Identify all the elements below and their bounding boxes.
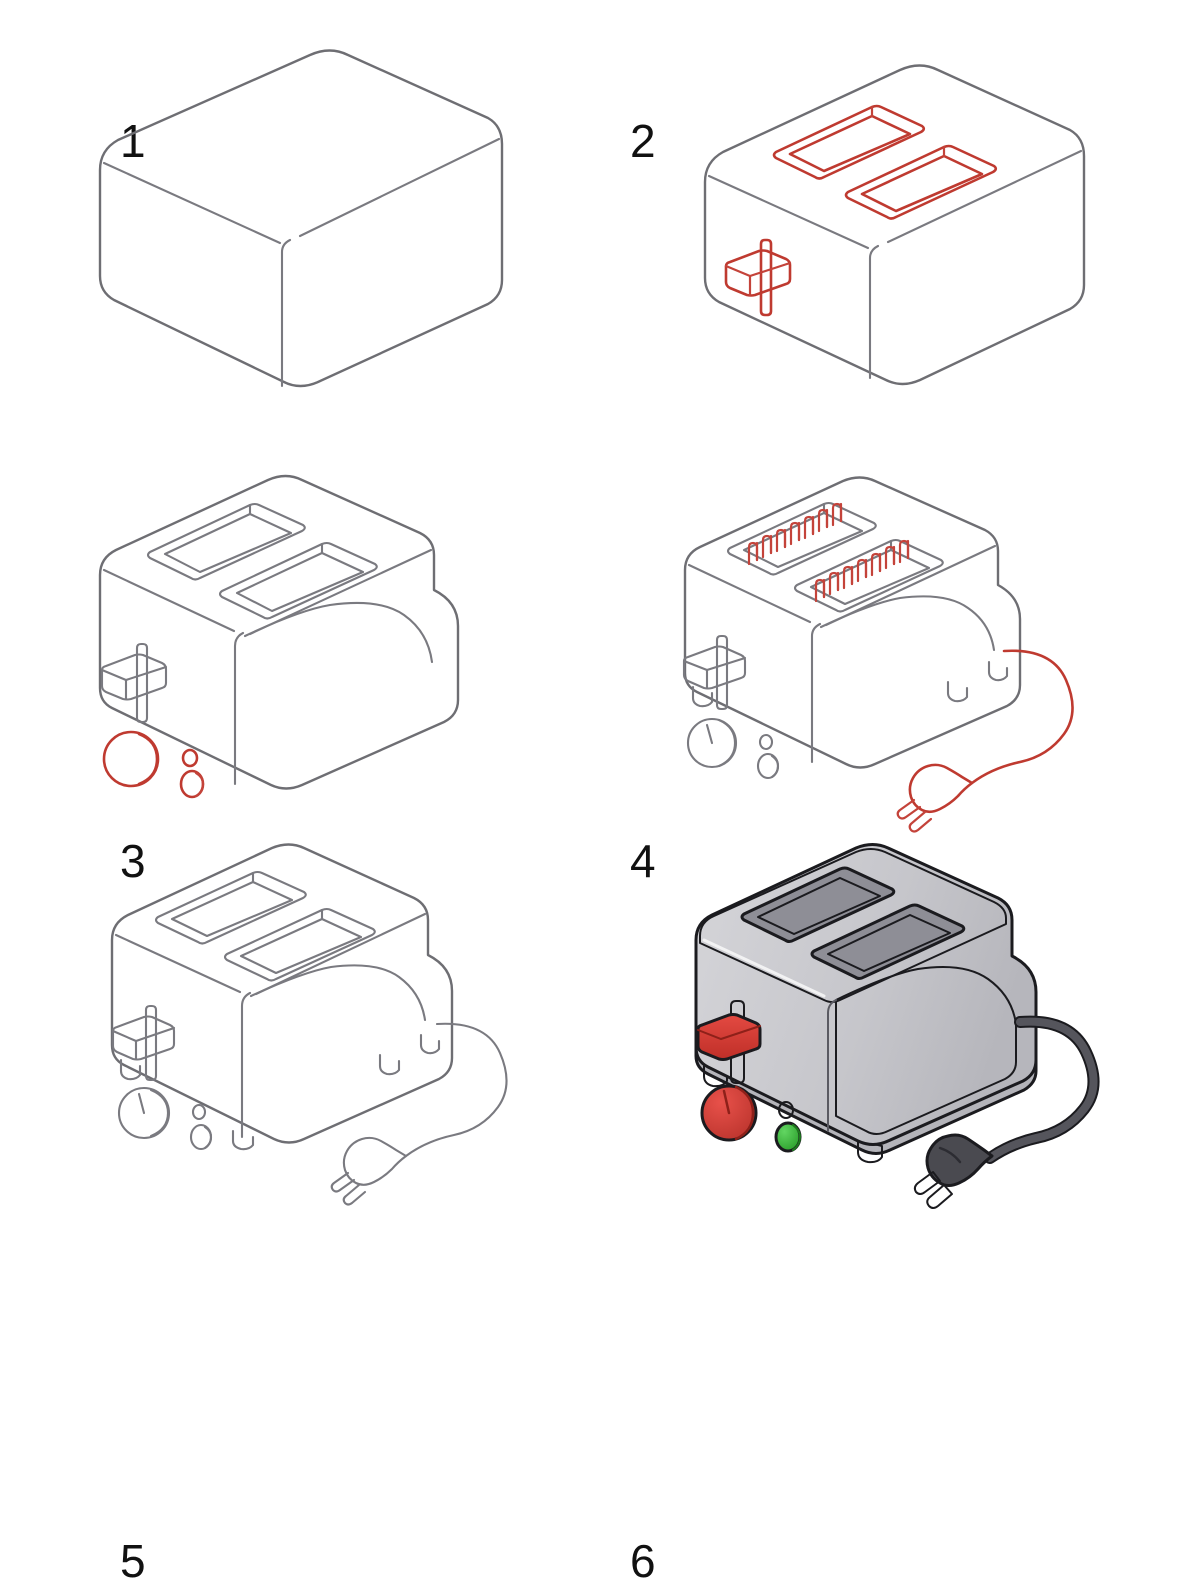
lever xyxy=(100,642,168,724)
slot-left-rim xyxy=(740,866,896,943)
toaster-body-box xyxy=(98,49,504,388)
bread-slot-right xyxy=(793,538,944,613)
step-5-figure xyxy=(110,843,508,1206)
indicator-led xyxy=(778,1101,794,1119)
cord-body xyxy=(986,1017,1098,1162)
slot-left-opening xyxy=(757,877,881,935)
bread-slot-left xyxy=(740,866,896,943)
slot-right-opening xyxy=(827,914,951,972)
step-panel-3: 3 xyxy=(0,400,600,884)
power-cord xyxy=(404,1022,508,1158)
browning-dial xyxy=(102,730,160,788)
power-cord xyxy=(970,649,1074,785)
browning-dial xyxy=(700,1084,758,1142)
step-number-1: 1 xyxy=(120,115,146,167)
bread-slot-right xyxy=(844,144,998,220)
step-number-4: 4 xyxy=(630,835,656,887)
step-panel-1: 1 xyxy=(0,0,600,400)
led-small xyxy=(778,1101,794,1119)
lever-knob-edge xyxy=(697,1025,761,1041)
led-large-edge xyxy=(792,1124,802,1151)
body-side-face xyxy=(835,966,1017,1135)
body-top-highlight xyxy=(702,938,826,998)
step-4-figure xyxy=(682,476,1074,833)
plug-pin-1 xyxy=(913,1171,941,1195)
step-panel-6: 6 xyxy=(600,760,1200,1584)
bread-slot-right xyxy=(810,903,966,980)
indicator-led xyxy=(758,733,774,751)
step-number-3: 3 xyxy=(120,835,146,887)
lever xyxy=(724,238,792,317)
step-number-6: 6 xyxy=(630,1535,656,1587)
toaster-body-outline xyxy=(98,474,460,790)
bread-slot-left xyxy=(726,501,877,576)
toaster-body-outline xyxy=(110,843,454,1144)
step-6-figure xyxy=(694,843,1100,1209)
plug-seam xyxy=(938,1146,962,1164)
heating-elements-right-slot xyxy=(814,539,910,603)
dial-depth-edge xyxy=(734,1085,755,1141)
step-number-2: 2 xyxy=(630,115,656,167)
eject-button xyxy=(189,1123,213,1151)
step-number-5: 5 xyxy=(120,1535,146,1587)
feet xyxy=(119,1033,441,1151)
eject-button xyxy=(774,1121,802,1153)
lever-track xyxy=(730,1000,745,1084)
lever xyxy=(696,1000,762,1084)
plug xyxy=(330,1136,408,1206)
browning-dial xyxy=(117,1086,171,1140)
toaster-body-outline xyxy=(683,476,1022,769)
lever xyxy=(682,634,747,711)
slot-right-rim xyxy=(810,903,966,980)
step-2-figure xyxy=(703,64,1086,386)
heating-elements-left-slot xyxy=(747,502,843,566)
bread-slot-right xyxy=(218,541,378,620)
lever xyxy=(111,1004,176,1082)
indicator-led xyxy=(191,1103,207,1121)
step-panel-5: 5 xyxy=(0,760,600,1584)
browning-dial xyxy=(686,717,738,769)
eject-button xyxy=(756,752,780,780)
indicator-led xyxy=(181,748,199,768)
eject-button xyxy=(179,769,205,799)
plug xyxy=(913,1133,994,1209)
body-corner-seam xyxy=(827,999,837,1132)
step-panel-4: 4 xyxy=(600,400,1200,884)
bread-slot-left xyxy=(154,870,307,945)
bread-slot-right xyxy=(223,907,376,982)
dial-pointer xyxy=(722,1089,731,1115)
bread-slot-left xyxy=(146,502,306,581)
toaster-body-box xyxy=(703,64,1086,386)
power-cord xyxy=(984,1015,1100,1164)
step-panel-2: 2 xyxy=(600,0,1200,400)
step-1-figure xyxy=(98,49,504,388)
step-3-figure xyxy=(98,474,460,799)
feet xyxy=(691,660,1009,708)
plug xyxy=(896,763,974,833)
bread-slot-left xyxy=(772,104,926,180)
